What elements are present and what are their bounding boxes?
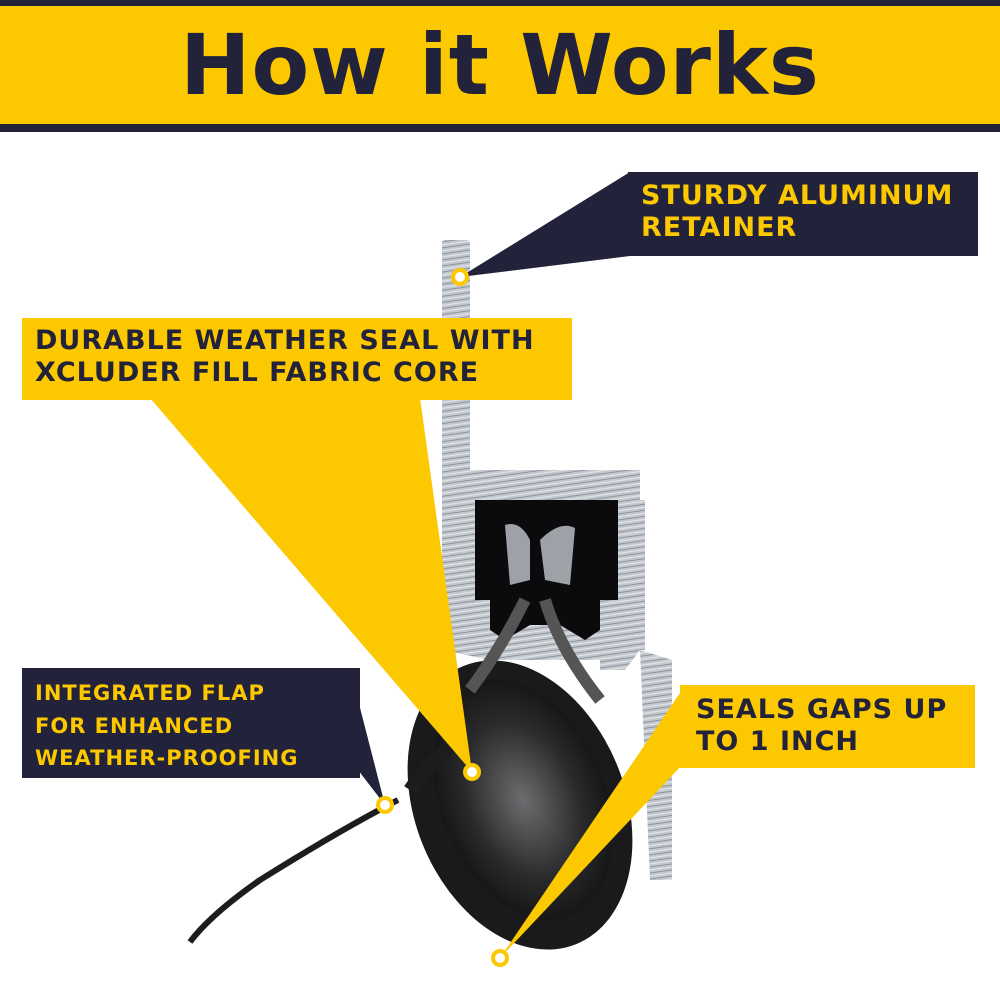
callout-line: STURDY ALUMINUM: [641, 180, 954, 211]
gaps-dot: [491, 949, 509, 967]
retainer-box: [628, 172, 978, 256]
flap-pointer: [358, 700, 385, 805]
top-rule: [0, 0, 1000, 6]
callout-gaps: SEALS GAPS UP TO 1 INCH: [696, 694, 947, 759]
callout-line: WEATHER-PROOFING: [35, 746, 299, 771]
page-title: How it Works: [180, 16, 820, 114]
gaps-box: [680, 685, 975, 768]
gaps-pointer: [500, 690, 682, 958]
flap-box: [22, 668, 360, 778]
callout-line: TO 1 INCH: [696, 726, 860, 758]
aluminum-retainer: [442, 240, 672, 880]
header-banner: How it Works: [0, 6, 1000, 124]
callout-line: INTEGRATED FLAP: [35, 681, 265, 705]
callout-line: XCLUDER FILL FABRIC CORE: [35, 357, 480, 389]
seal-pointer: [150, 398, 472, 772]
seal-box: [22, 318, 572, 400]
seal-dot: [463, 763, 481, 781]
callout-line: RETAINER: [641, 212, 798, 244]
retainer-dot: [451, 268, 469, 286]
callout-flap: INTEGRATED FLAP FOR ENHANCED WEATHER-PRO…: [35, 677, 299, 775]
callout-retainer: STURDY ALUMINUM RETAINER: [641, 180, 953, 245]
callout-line: FOR ENHANCED: [35, 713, 234, 738]
bottom-rule: [0, 124, 1000, 132]
retainer-pointer: [460, 172, 630, 277]
callout-line: SEALS GAPS UP: [696, 694, 948, 725]
callout-seal: DURABLE WEATHER SEAL WITH XCLUDER FILL F…: [35, 325, 535, 390]
flap-dot: [376, 796, 394, 814]
callout-line: DURABLE WEATHER SEAL WITH: [35, 325, 535, 356]
